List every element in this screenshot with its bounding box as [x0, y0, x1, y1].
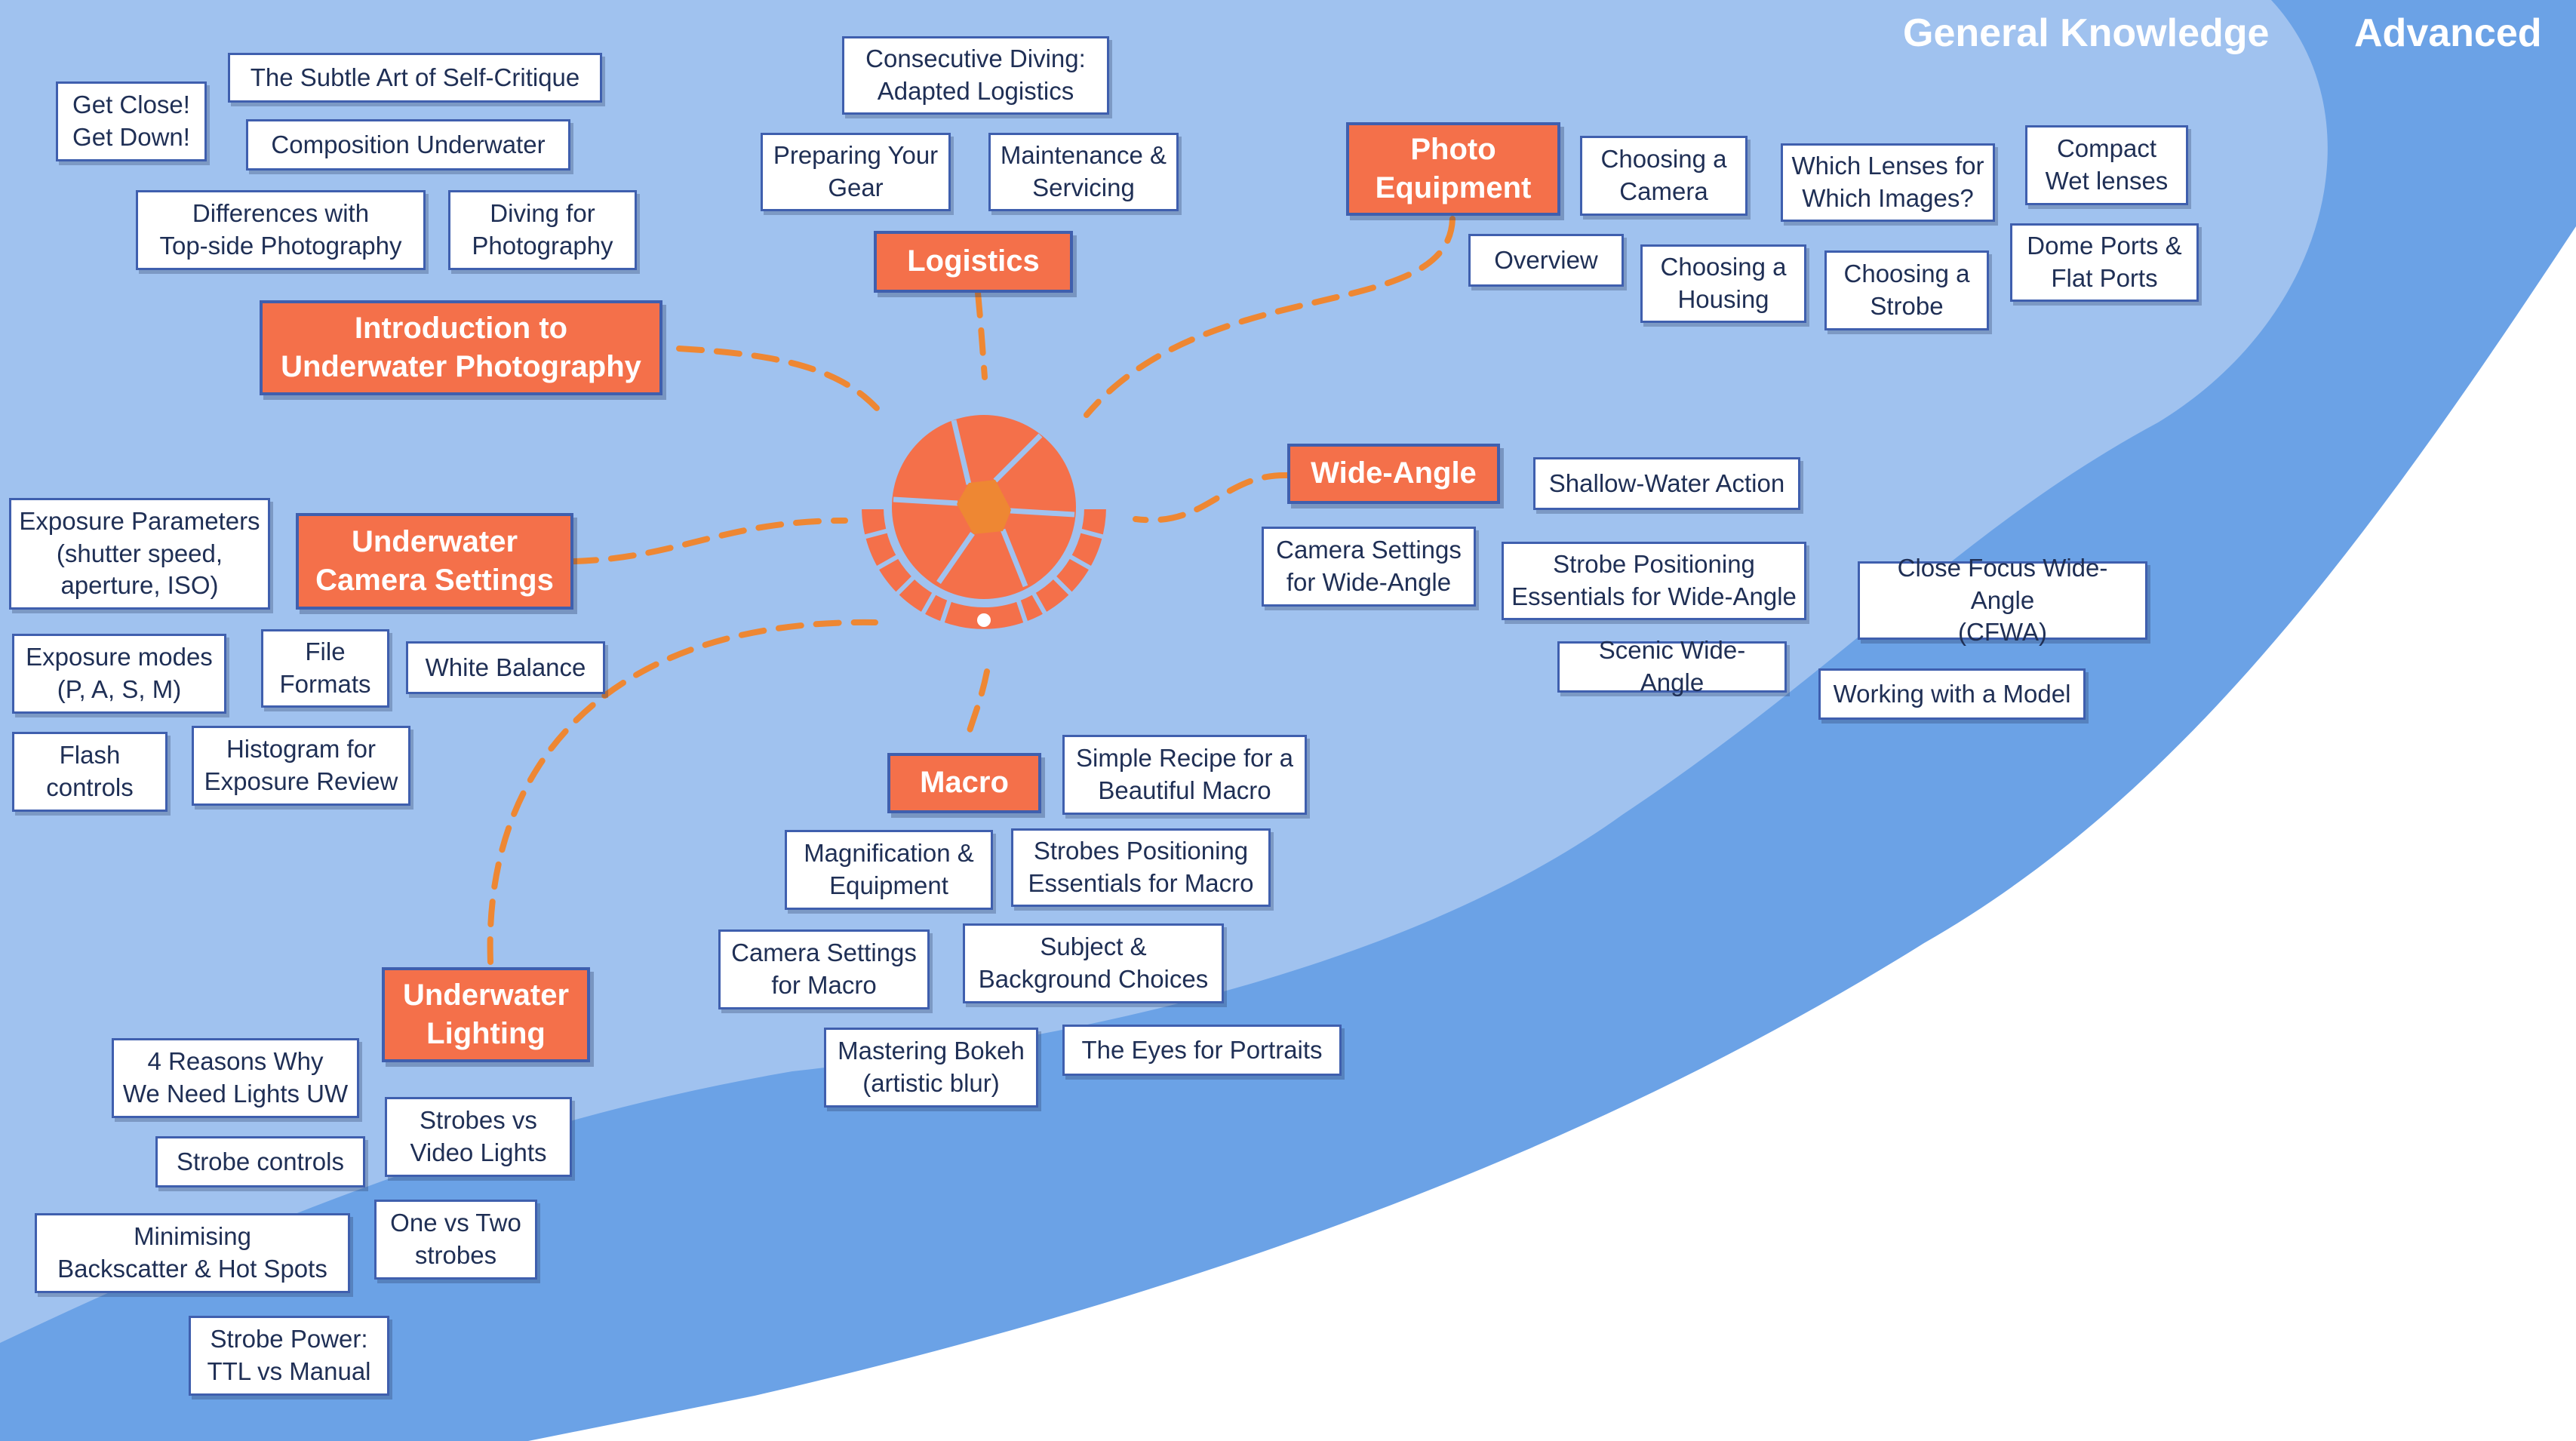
topic-flash-controls[interactable]: Flash controls — [12, 732, 168, 812]
topic-maintenance[interactable]: Maintenance & Servicing — [988, 133, 1179, 211]
topic-exposure-parameters[interactable]: Exposure Parameters (shutter speed, aper… — [9, 498, 270, 610]
main-topic-photo-equipment[interactable]: Photo Equipment — [1346, 122, 1560, 216]
topic-diving-for-photography[interactable]: Diving for Photography — [448, 190, 637, 270]
lens-ring-dividers — [862, 528, 1105, 616]
topic-bokeh[interactable]: Mastering Bokeh (artistic blur) — [824, 1028, 1038, 1108]
topic-self-critique[interactable]: The Subtle Art of Self-Critique — [228, 53, 602, 103]
topic-dome-flat-ports[interactable]: Dome Ports & Flat Ports — [2010, 223, 2199, 302]
main-topic-logistics[interactable]: Logistics — [874, 231, 1073, 293]
topic-file-formats[interactable]: File Formats — [261, 629, 389, 708]
lens-ring-segments — [856, 505, 1111, 634]
topic-which-lenses[interactable]: Which Lenses for Which Images? — [1781, 143, 1995, 222]
zone-label-general-knowledge: General Knowledge — [1903, 11, 2270, 55]
topic-choosing-strobe[interactable]: Choosing a Strobe — [1824, 250, 1989, 330]
camera-aperture-icon — [856, 415, 1111, 634]
topic-differences[interactable]: Differences with Top-side Photography — [136, 190, 426, 270]
topic-exposure-modes[interactable]: Exposure modes (P, A, S, M) — [12, 634, 226, 714]
main-topic-camera-settings[interactable]: Underwater Camera Settings — [296, 513, 573, 610]
main-topic-macro[interactable]: Macro — [887, 753, 1041, 813]
aperture-blades — [893, 419, 1075, 588]
topic-white-balance[interactable]: White Balance — [406, 641, 605, 694]
topic-shallow-water[interactable]: Shallow-Water Action — [1533, 457, 1800, 510]
topic-choosing-housing[interactable]: Choosing a Housing — [1640, 244, 1806, 323]
aperture-center — [957, 480, 1011, 534]
topic-four-reasons[interactable]: 4 Reasons Why We Need Lights UW — [112, 1038, 359, 1118]
topic-magnification[interactable]: Magnification & Equipment — [785, 830, 993, 910]
topic-cfwa[interactable]: Close Focus Wide-Angle (CFWA) — [1858, 554, 2147, 646]
main-topic-intro[interactable]: Introduction to Underwater Photography — [260, 300, 662, 395]
topic-strobe-controls[interactable]: Strobe controls — [155, 1136, 365, 1188]
topic-compact-wet-lenses[interactable]: Compact Wet lenses — [2025, 125, 2188, 205]
topic-strobes-positioning-macro[interactable]: Strobes Positioning Essentials for Macro — [1011, 828, 1271, 907]
topic-preparing-gear[interactable]: Preparing Your Gear — [761, 133, 951, 211]
topic-eyes-portraits[interactable]: The Eyes for Portraits — [1062, 1025, 1342, 1076]
topic-strobes-vs-video[interactable]: Strobes vs Video Lights — [385, 1097, 572, 1177]
topic-camera-settings-wide-angle[interactable]: Camera Settings for Wide-Angle — [1262, 527, 1476, 607]
main-topic-wide-angle[interactable]: Wide-Angle — [1287, 444, 1500, 504]
topic-strobe-power[interactable]: Strobe Power: TTL vs Manual — [189, 1316, 389, 1396]
topic-strobe-positioning-wide-angle[interactable]: Strobe Positioning Essentials for Wide-A… — [1502, 542, 1806, 620]
topic-simple-recipe[interactable]: Simple Recipe for a Beautiful Macro — [1062, 735, 1307, 815]
zone-label-advanced: Advanced — [2354, 11, 2542, 55]
topic-histogram[interactable]: Histogram for Exposure Review — [192, 726, 410, 806]
topic-get-close[interactable]: Get Close! Get Down! — [56, 81, 207, 161]
main-topic-lighting[interactable]: Underwater Lighting — [382, 967, 590, 1062]
topic-camera-settings-macro[interactable]: Camera Settings for Macro — [718, 929, 930, 1009]
topic-working-with-model[interactable]: Working with a Model — [1818, 668, 2086, 720]
topic-consecutive-diving[interactable]: Consecutive Diving: Adapted Logistics — [842, 36, 1109, 115]
topic-scenic-wide-angle[interactable]: Scenic Wide-Angle — [1557, 636, 1787, 696]
topic-one-vs-two[interactable]: One vs Two strobes — [374, 1200, 537, 1280]
topic-backscatter[interactable]: Minimising Backscatter & Hot Spots — [35, 1213, 350, 1293]
topic-composition[interactable]: Composition Underwater — [246, 119, 570, 171]
topic-choosing-camera[interactable]: Choosing a Camera — [1580, 136, 1748, 216]
topic-subject-background[interactable]: Subject & Background Choices — [963, 923, 1224, 1003]
ring-dot — [977, 613, 991, 627]
topic-overview[interactable]: Overview — [1468, 234, 1624, 287]
